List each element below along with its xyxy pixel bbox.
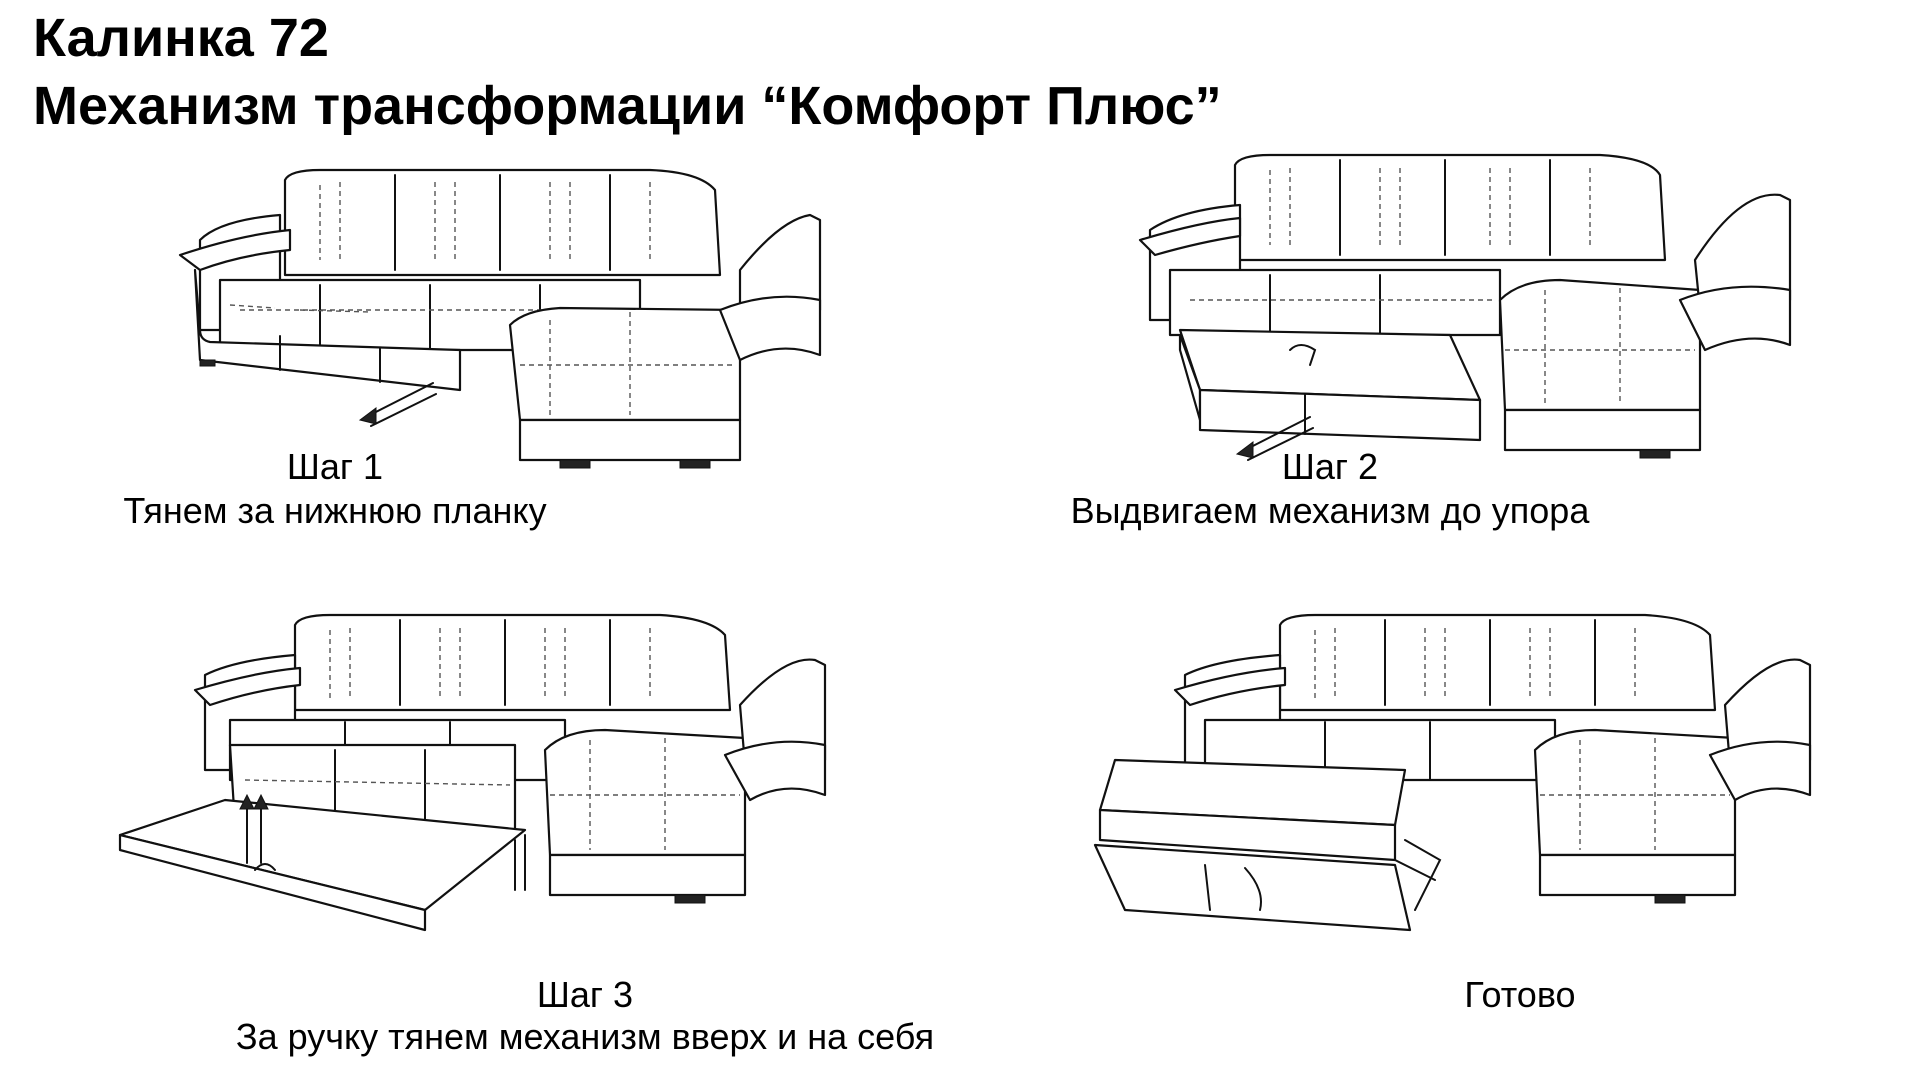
step-1-panel <box>178 160 860 500</box>
step-3-label: Шаг 3 <box>536 974 634 1015</box>
step-3-text: За ручку тянем механизм вверх и на себя <box>235 1016 935 1057</box>
final-label: Готово <box>1464 974 1576 1015</box>
step-2-label: Шаг 2 <box>1281 446 1379 487</box>
sofa-closed-illustration <box>178 168 822 469</box>
pull-arrow-icon <box>358 382 437 427</box>
step-2-panel <box>1138 150 1820 490</box>
step-2-text: Выдвигаем механизм до упора <box>1070 490 1590 531</box>
sofa-mechanism-out-illustration <box>1138 153 1792 459</box>
pull-arrow-icon <box>1235 416 1314 461</box>
step-3-panel <box>115 610 835 932</box>
lift-arrow-icon <box>239 793 269 864</box>
step-1-label: Шаг 1 <box>286 446 384 487</box>
sofa-lift-illustration <box>118 613 827 932</box>
sofa-bed-illustration <box>1093 613 1812 932</box>
step-1-text: Тянем за нижнюю планку <box>123 490 547 531</box>
final-panel <box>1093 610 1815 932</box>
page-subtitle: Механизм трансформации “Комфорт Плюс” <box>33 76 1222 136</box>
page-title: Калинка 72 <box>33 8 329 68</box>
